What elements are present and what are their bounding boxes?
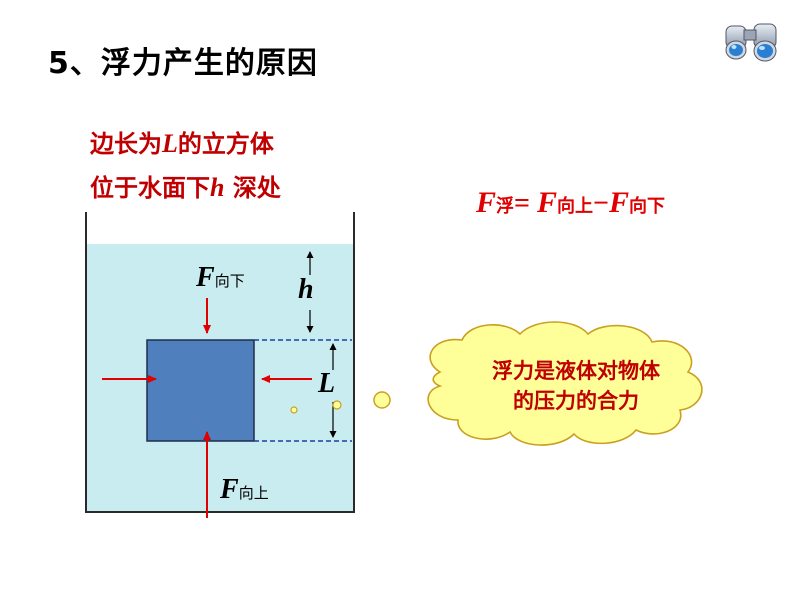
label-side-L: L [318, 368, 336, 399]
callout-line-1: 浮力是液体对物体 [492, 359, 660, 383]
page-title: 5、浮力产生的原因 [48, 46, 318, 81]
description-line-1: 边长为L的立方体 [90, 124, 274, 159]
label-force-up: F向上 [220, 474, 269, 506]
formula-sub-up: 向上 [557, 196, 593, 217]
buoyancy-formula: F浮= F向上−F向下 [476, 186, 665, 220]
label-depth-h: h [298, 274, 314, 305]
desc-text: 位于水面下 [90, 174, 210, 202]
callout-text: 浮力是液体对物体 的压力的合力 [456, 356, 696, 416]
bubble-dot-small [290, 406, 298, 414]
force-down-symbol: F [196, 262, 215, 293]
binoculars-icon[interactable] [724, 18, 780, 64]
var-h: h [210, 173, 225, 202]
bubble-dot-large [373, 391, 391, 409]
description-line-2: 位于水面下h 深处 [90, 168, 281, 203]
desc-text: 深处 [224, 174, 281, 202]
force-up-symbol: F [220, 474, 239, 505]
submerged-cube [146, 339, 255, 442]
container-walls [85, 212, 355, 513]
formula-sub-down: 向下 [628, 196, 665, 217]
formula-F-down: F [608, 186, 629, 219]
formula-sub-buoyant: 浮 [496, 196, 515, 217]
desc-text: 边长为 [90, 130, 162, 158]
force-up-sub: 向上 [238, 484, 269, 502]
var-L: L [162, 129, 178, 158]
force-down-sub: 向下 [214, 272, 245, 290]
formula-F-up: F [536, 186, 557, 219]
callout-cloud [427, 321, 703, 446]
formula-equals: = [514, 188, 537, 219]
label-force-down: F向下 [196, 262, 245, 294]
bubble-dot-medium [332, 400, 342, 410]
formula-F-buoyant: F [476, 186, 497, 219]
formula-minus: − [593, 188, 609, 219]
callout-line-2: 的压力的合力 [513, 389, 639, 413]
desc-text: 的立方体 [177, 130, 274, 158]
